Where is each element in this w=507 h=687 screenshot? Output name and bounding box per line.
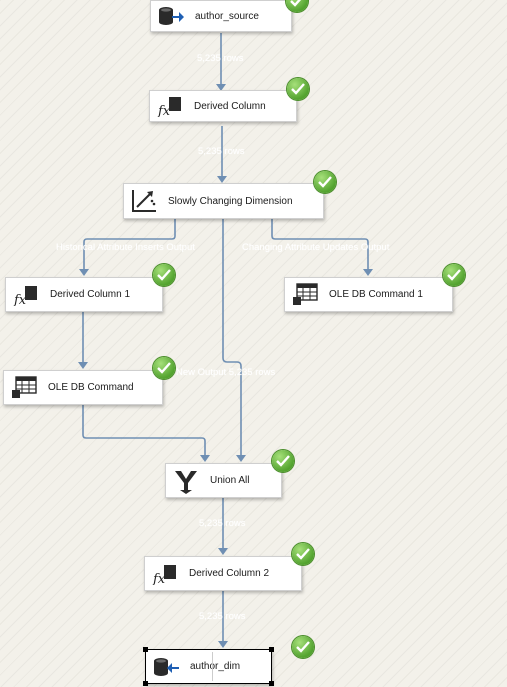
node-slowly-changing-dimension[interactable]: Slowly Changing Dimension (123, 183, 324, 219)
flow-arrow (78, 362, 88, 369)
node-label: Union All (210, 475, 250, 486)
success-check-icon (292, 636, 314, 658)
flow-path-ole-to-union[interactable] (82, 404, 206, 455)
success-check-icon (292, 543, 314, 565)
flow-label-derived-2-to-dim: 5,235 rows (199, 611, 246, 622)
flow-label-historical-inserts: Historical Attribute Inserts Output (56, 242, 195, 253)
selection-divider (212, 652, 213, 681)
flow-arrow (218, 548, 228, 555)
resize-handle[interactable] (269, 647, 274, 652)
node-author-source[interactable]: author_source (150, 0, 292, 32)
flow-path-scd-to-ole-1[interactable] (271, 219, 369, 269)
flow-arrow (218, 641, 228, 648)
node-label: OLE DB Command 1 (329, 289, 423, 300)
node-label: Derived Column 1 (50, 289, 131, 300)
flow-label-union-to-derived-2: 5,235 rows (199, 518, 246, 529)
flow-path-scd-to-derived-1[interactable] (83, 219, 176, 269)
svg-text:fx: fx (152, 572, 166, 585)
flow-label-new-output: New Output 5,235 rows (176, 367, 276, 378)
fx-derived-column-icon: fx (151, 561, 179, 587)
success-check-icon (314, 171, 336, 193)
flow-label-changing-updates: Changing Attribute Updates Output (242, 242, 390, 253)
flow-path-scd-to-union[interactable] (222, 219, 242, 455)
node-derived-column-2[interactable]: fx Derived Column 2 (144, 556, 302, 591)
resize-handle[interactable] (143, 681, 148, 686)
resize-handle[interactable] (143, 647, 148, 652)
flow-arrow (79, 269, 89, 276)
node-label: OLE DB Command (48, 382, 134, 393)
flow-label-source-to-derived: 5,235 rows (197, 53, 244, 64)
node-union-all[interactable]: Union All (165, 463, 282, 498)
union-all-icon (172, 468, 200, 494)
slowly-changing-dimension-icon (130, 188, 158, 214)
node-ole-db-command[interactable]: OLE DB Command (3, 370, 163, 405)
fx-derived-column-icon: fx (156, 93, 184, 119)
node-label: Derived Column 2 (189, 568, 270, 579)
database-arrow-out-icon (152, 654, 180, 680)
success-check-icon (153, 264, 175, 286)
flow-arrow (363, 269, 373, 276)
fx-derived-column-icon: fx (12, 282, 40, 308)
node-label: author_source (195, 10, 259, 22)
flow-arrow (200, 455, 210, 462)
table-grid-icon (10, 375, 38, 401)
node-label: Derived Column (194, 100, 266, 112)
success-check-icon (272, 450, 294, 472)
node-label: Slowly Changing Dimension (168, 195, 293, 207)
table-grid-icon (291, 282, 319, 308)
node-author-dim[interactable]: author_dim (145, 649, 272, 684)
success-check-icon (286, 0, 308, 12)
flow-arrow (236, 455, 246, 462)
success-check-icon (287, 78, 309, 100)
flow-arrow (216, 84, 226, 91)
resize-handle[interactable] (269, 681, 274, 686)
database-arrow-in-icon (157, 3, 185, 29)
svg-text:fx: fx (13, 293, 27, 306)
success-check-icon (443, 264, 465, 286)
node-ole-db-command-1[interactable]: OLE DB Command 1 (284, 277, 453, 312)
flow-arrow (217, 176, 227, 183)
success-check-icon (153, 357, 175, 379)
svg-text:fx: fx (157, 104, 171, 117)
flow-label-derived-to-scd: 5,235 rows (198, 146, 245, 157)
node-derived-column[interactable]: fx Derived Column (149, 90, 297, 122)
node-derived-column-1[interactable]: fx Derived Column 1 (5, 277, 163, 312)
node-label: author_dim (190, 661, 241, 672)
